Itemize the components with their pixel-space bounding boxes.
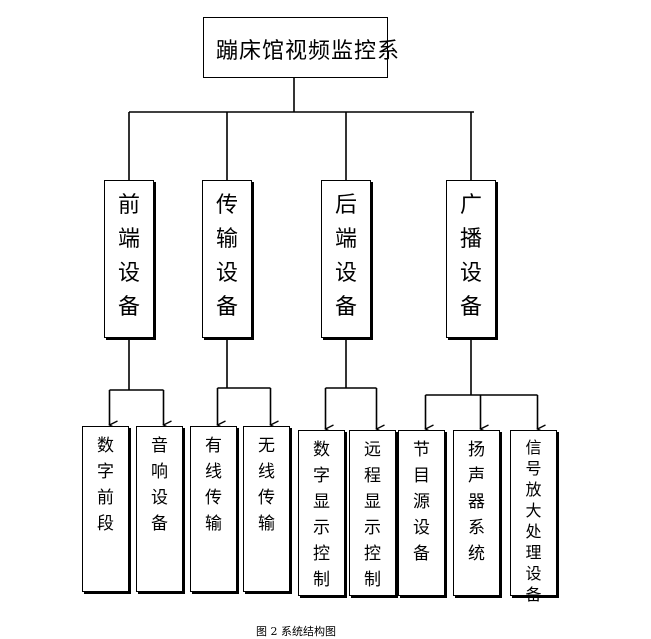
category-char: 备 <box>117 295 140 320</box>
leaf-label: 数字显示控制 <box>299 437 344 593</box>
category-box-backend: 后端设备 <box>321 180 371 338</box>
leaf-char: 输 <box>205 514 222 534</box>
leaf-char: 系 <box>468 518 485 538</box>
root-label: 蹦床馆视频监控系 <box>216 39 401 64</box>
leaf-char: 远 <box>364 440 381 460</box>
leaf-box-broadcast-0: 节目源设备 <box>398 430 445 596</box>
leaf-label: 无线传输 <box>244 433 289 537</box>
leaf-char: 大 <box>525 501 542 520</box>
category-label-front: 前端设备 <box>105 189 153 325</box>
leaf-char: 声 <box>468 466 485 486</box>
figure-caption: 图 2 系统结构图 <box>256 625 336 638</box>
category-char: 前 <box>117 193 140 218</box>
category-char: 设 <box>215 261 238 286</box>
leaf-char: 程 <box>364 466 381 486</box>
category-box-broadcast: 广播设备 <box>446 180 496 338</box>
leaf-label: 数字前段 <box>83 433 128 537</box>
category-char: 播 <box>459 227 482 252</box>
category-char: 设 <box>459 261 482 286</box>
leaf-char: 设 <box>413 518 430 538</box>
leaf-char: 段 <box>97 514 114 534</box>
leaf-label: 有线传输 <box>191 433 236 537</box>
leaf-char: 理 <box>525 543 542 562</box>
leaf-char: 示 <box>313 518 330 538</box>
leaf-char: 线 <box>205 462 222 482</box>
leaf-char: 设 <box>151 488 168 508</box>
category-char: 设 <box>334 261 357 286</box>
leaf-char: 放 <box>525 480 542 499</box>
leaf-char: 传 <box>258 488 275 508</box>
category-char: 备 <box>334 295 357 320</box>
leaf-char: 制 <box>313 570 330 590</box>
category-char: 传 <box>215 193 238 218</box>
leaf-char: 控 <box>313 544 330 564</box>
leaf-char: 号 <box>525 459 542 478</box>
leaf-char: 输 <box>258 514 275 534</box>
leaf-char: 制 <box>364 570 381 590</box>
category-char: 输 <box>215 227 238 252</box>
leaf-box-broadcast-2: 信号放大处理设备 <box>510 430 557 604</box>
leaf-char: 处 <box>525 522 542 541</box>
category-box-transmission: 传输设备 <box>202 180 252 338</box>
leaf-char: 传 <box>205 488 222 508</box>
root-box: 蹦床馆视频监控系 <box>203 17 399 78</box>
leaf-char: 显 <box>313 492 330 512</box>
leaf-char: 扬 <box>468 440 485 460</box>
leaf-char: 线 <box>258 462 275 482</box>
leaf-char: 音 <box>151 436 168 456</box>
leaf-box-front-0: 数字前段 <box>82 426 129 592</box>
category-char: 端 <box>117 227 140 252</box>
leaf-box-backend-0: 数字显示控制 <box>298 430 345 596</box>
leaf-char: 备 <box>151 514 168 534</box>
leaf-char: 无 <box>258 436 275 456</box>
leaf-char: 控 <box>364 544 381 564</box>
leaf-box-backend-1: 远程显示控制 <box>349 430 396 596</box>
category-label-transmission: 传输设备 <box>203 189 251 325</box>
leaf-label: 扬声器系统 <box>454 437 499 567</box>
leaf-label: 音响设备 <box>137 433 182 537</box>
leaf-char: 源 <box>413 492 430 512</box>
leaf-label: 信号放大处理设备 <box>511 437 556 605</box>
category-char: 端 <box>334 227 357 252</box>
leaf-char: 字 <box>313 466 330 486</box>
leaf-char: 示 <box>364 518 381 538</box>
leaf-char: 数 <box>313 440 330 460</box>
leaf-char: 数 <box>97 436 114 456</box>
category-char: 后 <box>334 193 357 218</box>
leaf-box-front-1: 音响设备 <box>136 426 183 592</box>
category-char: 设 <box>117 261 140 286</box>
category-box-front: 前端设备 <box>104 180 154 338</box>
leaf-char: 设 <box>525 564 542 583</box>
leaf-char: 统 <box>468 544 485 564</box>
leaf-char: 节 <box>413 440 430 460</box>
category-char: 备 <box>459 295 482 320</box>
leaf-label: 节目源设备 <box>399 437 444 567</box>
leaf-box-transmission-1: 无线传输 <box>243 426 290 592</box>
leaf-char: 信 <box>525 438 542 457</box>
leaf-label: 远程显示控制 <box>350 437 395 593</box>
leaf-char: 备 <box>413 544 430 564</box>
leaf-char: 备 <box>525 585 542 604</box>
leaf-box-transmission-0: 有线传输 <box>190 426 237 592</box>
leaf-char: 有 <box>205 436 222 456</box>
category-char: 备 <box>215 295 238 320</box>
leaf-char: 显 <box>364 492 381 512</box>
category-label-broadcast: 广播设备 <box>447 189 495 325</box>
leaf-char: 目 <box>413 466 430 486</box>
leaf-box-broadcast-1: 扬声器系统 <box>453 430 500 596</box>
leaf-char: 响 <box>151 462 168 482</box>
leaf-char: 器 <box>468 492 485 512</box>
category-label-backend: 后端设备 <box>322 189 370 325</box>
leaf-char: 前 <box>97 488 114 508</box>
leaf-char: 字 <box>97 462 114 482</box>
category-char: 广 <box>459 193 482 218</box>
